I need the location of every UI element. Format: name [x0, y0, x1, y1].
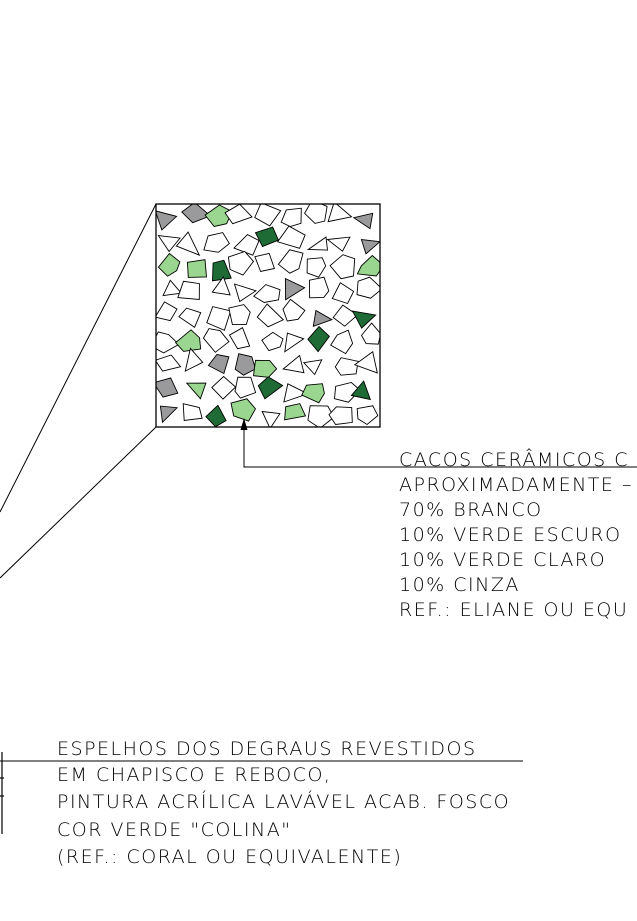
ceramic-shard: [356, 276, 380, 299]
ceramic-shard: [156, 210, 178, 231]
riser-note-line-1: ESPELHOS DOS DEGRAUS REVESTIDOS: [57, 738, 477, 760]
ceramic-shard: [230, 398, 257, 422]
ceramic-shard: [334, 357, 359, 376]
ceramic-shard: [261, 410, 281, 427]
mosaic-note-line-3: 70% BRANCO: [399, 499, 543, 521]
ceramic-shard: [360, 238, 380, 255]
ceramic-shard: [204, 204, 233, 228]
ceramic-shard: [157, 235, 181, 253]
riser-note-line-4: COR VERDE "COLINA": [57, 819, 291, 841]
ceramic-shard: [277, 249, 304, 274]
ceramic-shard: [257, 376, 284, 400]
ceramic-shard: [182, 403, 203, 422]
ceramic-shard: [177, 280, 200, 300]
ceramic-shard: [159, 405, 179, 424]
ceramic-shard: [302, 359, 323, 376]
ceramic-shard: [356, 254, 380, 277]
mosaic-note-arrowhead: [240, 418, 248, 430]
ceramic-shard: [156, 377, 179, 398]
ceramic-shard: [253, 284, 281, 303]
ceramic-shard: [356, 405, 379, 426]
ceramic-shard: [224, 204, 253, 225]
ceramic-shard: [233, 283, 257, 303]
ceramic-shard: [174, 329, 202, 352]
ceramic-shard: [211, 375, 237, 400]
ceramic-shard: [334, 382, 361, 403]
ceramic-shard: [284, 277, 306, 301]
ceramic-shard: [206, 306, 232, 331]
ceramic-shard: [309, 276, 330, 299]
ceramic-shard: [301, 383, 325, 404]
ceramic-shard: [185, 382, 207, 400]
riser-note-line-5: (REF.: CORAL OU EQUIVALENTE): [57, 846, 402, 868]
ceramic-shard: [162, 279, 183, 297]
ceramic-shard: [282, 354, 305, 374]
mosaic-note-line-2: APROXIMADAMENTE –: [399, 474, 633, 496]
ceramic-shard: [207, 354, 230, 375]
ceramic-shard: [228, 327, 251, 350]
mosaic-note: CACOS CERÂMICOS C APROXIMADAMENTE – 70% …: [399, 448, 633, 621]
mosaic-note-leader: [243, 420, 637, 468]
ceramic-shard: [353, 351, 378, 374]
riser-note-line-3: PINTURA ACRÍLICA LAVÁVEL ACAB. FOSCO: [57, 790, 510, 813]
ceramic-shard: [284, 332, 305, 353]
ceramic-shard: [184, 347, 204, 372]
ceramic-shard: [178, 307, 202, 328]
ceramic-shard: [304, 204, 328, 224]
ceramic-shard: [329, 254, 356, 280]
ceramic-shard: [254, 252, 275, 273]
ceramic-shard: [326, 236, 351, 252]
ceramic-shard: [156, 301, 178, 322]
ceramic-shard: [156, 354, 182, 372]
ceramic-shard: [307, 325, 330, 353]
riser-note: ESPELHOS DOS DEGRAUS REVESTIDOS EM CHAPI…: [57, 738, 510, 868]
ceramic-shard: [312, 309, 333, 327]
ceramic-shard: [234, 376, 257, 399]
ceramic-shard: [261, 331, 284, 352]
mosaic-note-line-1: CACOS CERÂMICOS C: [399, 448, 629, 471]
ceramic-shard: [330, 329, 354, 355]
riser-note-line-2: EM CHAPISCO E REBOCO,: [57, 764, 331, 786]
ceramic-shard: [350, 380, 371, 401]
ceramic-shard: [283, 383, 309, 403]
detail-leader-lower: [0, 426, 157, 579]
detail-leader-upper: [0, 203, 157, 513]
ceramic-shard: [254, 204, 282, 227]
ceramic-shard: [276, 225, 306, 249]
ceramic-shard: [157, 252, 181, 277]
mosaic-note-line-7: REF.: ELIANE OU EQU: [399, 599, 628, 621]
ceramic-shard: [181, 204, 212, 224]
ceramic-shard: [327, 204, 353, 223]
mosaic-note-line-5: 10% VERDE CLARO: [399, 549, 606, 571]
ceramic-shard: [351, 310, 377, 329]
ceramic-shard: [234, 353, 257, 376]
ceramic-shard: [202, 328, 230, 353]
ceramic-shard: [306, 236, 329, 251]
ceramic-shard: [175, 231, 201, 256]
ceramic-shard: [284, 403, 307, 421]
ceramic-shard: [282, 298, 306, 322]
mosaic-note-line-4: 10% VERDE ESCURO: [399, 524, 622, 546]
mosaic-note-line-6: 10% CINZA: [399, 574, 520, 596]
ceramic-shard: [352, 212, 374, 230]
mosaic-swatch-border: [155, 203, 381, 428]
ceramic-shard: [227, 250, 255, 276]
ceramic-shard: [252, 359, 278, 378]
ceramic-shard: [328, 406, 353, 425]
ceramic-shard: [211, 275, 231, 296]
ceramic-shard: [256, 303, 285, 328]
ceramic-shard: [360, 322, 380, 345]
ceramic-shard: [203, 232, 230, 253]
ceramic-shard: [186, 259, 207, 278]
ceramic-shard: [228, 304, 251, 326]
ceramic-shard: [306, 257, 327, 278]
ceramic-shard: [212, 259, 232, 282]
ceramic-shard: [331, 282, 355, 305]
ceramic-shard: [233, 234, 260, 256]
